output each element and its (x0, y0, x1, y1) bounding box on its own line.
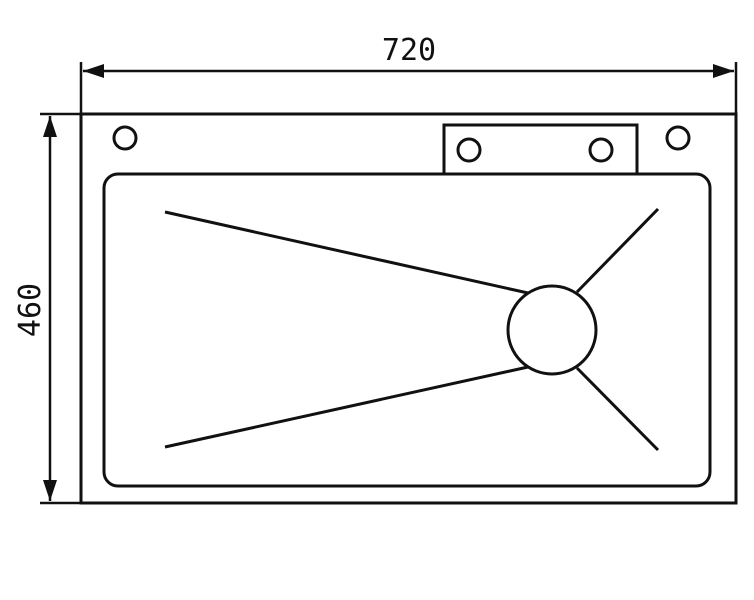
drain-slope-line-lower-left (164, 365, 529, 449)
width-arrow-right (713, 64, 734, 78)
drain-slope-line-upper-right (575, 207, 660, 294)
drain-slope-line-lower-right (575, 366, 660, 452)
sink (79, 112, 738, 505)
sink-outer-frame (79, 112, 738, 505)
faucet-hole-left (456, 137, 482, 163)
drain-slope-line-upper-left (164, 210, 529, 295)
sink-basin (102, 172, 712, 488)
width-label: 720 (382, 33, 436, 68)
width-arrow-left (83, 64, 104, 78)
height-label: 460 (13, 283, 48, 337)
height-arrow-top (43, 116, 57, 137)
width-dimension (79, 62, 738, 114)
height-arrow-bottom (43, 480, 57, 501)
accessory-hole-left (112, 125, 138, 151)
faucet-deck-plate (442, 123, 639, 173)
faucet-hole-right (588, 137, 614, 163)
accessory-hole-right (665, 125, 691, 151)
drain-circle (506, 284, 598, 376)
height-dimension (40, 112, 81, 505)
